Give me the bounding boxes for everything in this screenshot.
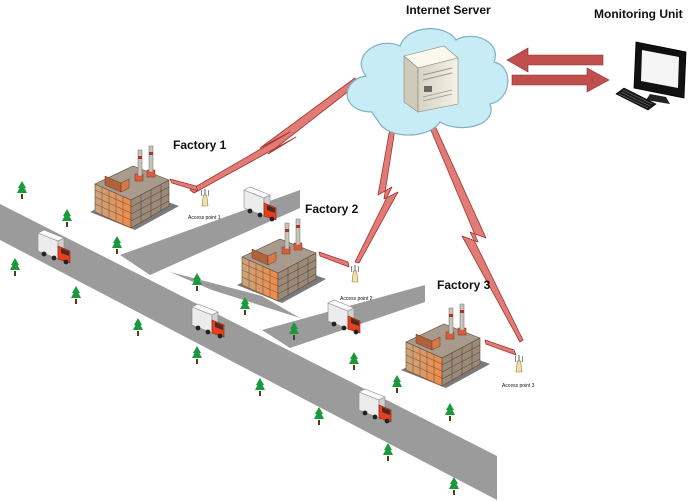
factory-1 <box>89 145 180 231</box>
monitoring-unit-label: Monitoring Unit <box>594 7 683 21</box>
access-point-1-label: Access point 1 <box>188 215 221 221</box>
internet-server-label: Internet Server <box>406 3 491 17</box>
access-point-2-label: Access point 2 <box>340 296 373 302</box>
factory-2 <box>236 218 327 304</box>
keyboard-icon <box>615 87 657 111</box>
access-point-3-label: Access point 3 <box>502 383 535 389</box>
factory-1-label: Factory 1 <box>173 138 227 152</box>
server-icon <box>403 45 459 113</box>
factory-3-label: Factory 3 <box>437 278 491 292</box>
factory-2-label: Factory 2 <box>305 202 359 216</box>
arrow-icon <box>506 47 610 93</box>
factory-3 <box>400 303 491 389</box>
lightning-link-icon <box>169 77 524 356</box>
monitor-icon <box>633 41 687 104</box>
